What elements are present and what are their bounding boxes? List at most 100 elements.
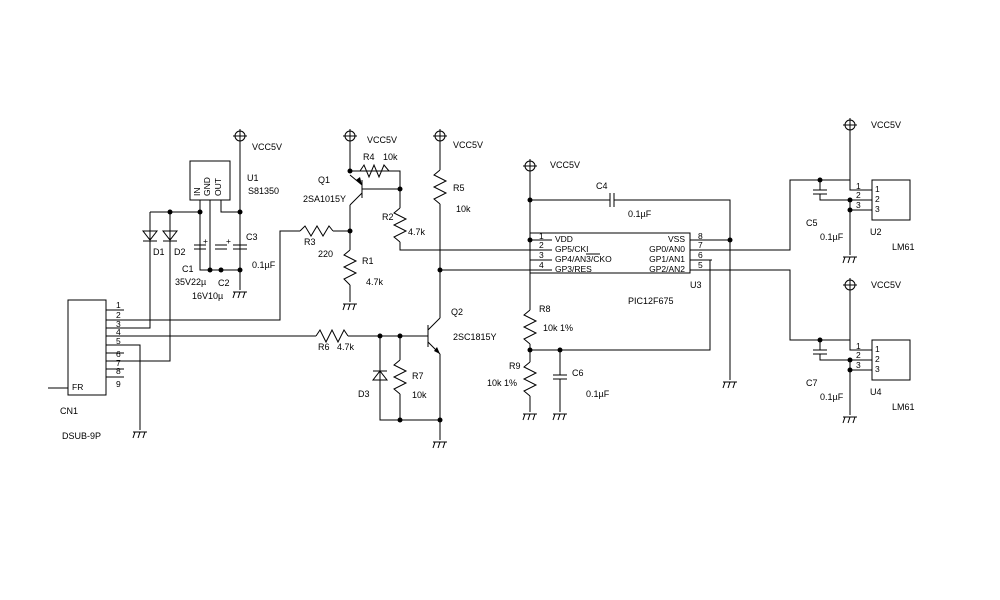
regulator-u1: IN GND OUT U1 S81350 [189, 160, 279, 201]
svg-text:GP3/RES: GP3/RES [555, 264, 592, 274]
svg-text:U2: U2 [870, 227, 882, 237]
svg-text:D1: D1 [153, 247, 165, 257]
svg-text:10k: 10k [456, 204, 471, 214]
cn1-pin-4: 4 [116, 327, 121, 337]
cn1-pin-6: 6 [116, 349, 121, 359]
svg-text:C1: C1 [182, 264, 194, 274]
vcc-symbol [232, 128, 248, 144]
svg-text:3: 3 [539, 250, 544, 260]
resistor-r2: R2 4.7k [382, 207, 426, 243]
svg-text:3: 3 [875, 204, 880, 214]
cn1-pin-1: 1 [116, 300, 121, 310]
resistor-r6: R6 4.7k [315, 328, 355, 352]
svg-text:4: 4 [539, 260, 544, 270]
svg-text:+: + [203, 236, 208, 246]
svg-text:C7: C7 [806, 378, 818, 388]
svg-text:1: 1 [875, 344, 880, 354]
svg-text:C2: C2 [218, 278, 230, 288]
cn1-pin-3: 3 [116, 319, 121, 329]
resistor-r4: R4 10k [359, 152, 398, 179]
svg-text:R6: R6 [318, 342, 330, 352]
svg-text:C3: C3 [246, 232, 258, 242]
svg-text:1: 1 [856, 181, 861, 191]
svg-text:1: 1 [875, 184, 880, 194]
resistor-r1: R1 4.7k [342, 249, 384, 287]
svg-text:0.1µF: 0.1µF [820, 232, 844, 242]
connector-cn1: FR 1 2 3 4 5 6 7 8 9 CN1 DSUB-9P [48, 299, 124, 441]
capacitor-c5: C5 0.1µF [806, 189, 844, 242]
diode-d2: D2 [161, 230, 186, 257]
svg-text:10k: 10k [383, 152, 398, 162]
svg-text:GP1/AN1: GP1/AN1 [649, 254, 685, 264]
svg-text:0.1µF: 0.1µF [252, 260, 276, 270]
vcc-label: VCC5V [871, 280, 901, 290]
svg-text:OUT: OUT [213, 178, 223, 196]
microcontroller-u3: 1 2 3 4 VDD GP5/CKI GP4/AN3/CKO GP3/RES … [529, 231, 712, 306]
ground-symbol [432, 441, 448, 449]
svg-text:10k 1%: 10k 1% [543, 323, 573, 333]
cn1-ref: CN1 [60, 406, 78, 416]
svg-text:GP5/CKI: GP5/CKI [555, 244, 589, 254]
cn1-pin-5: 5 [116, 336, 121, 346]
cn1-type: DSUB-9P [62, 431, 101, 441]
svg-text:GP2/AN2: GP2/AN2 [649, 264, 685, 274]
svg-text:GP0/AN0: GP0/AN0 [649, 244, 685, 254]
transistor-q1: Q1 2SA1015Y [303, 174, 400, 206]
svg-text:0.1µF: 0.1µF [586, 389, 610, 399]
svg-text:3: 3 [856, 360, 861, 370]
vcc-label: VCC5V [367, 135, 397, 145]
svg-text:C4: C4 [596, 181, 608, 191]
svg-text:3: 3 [875, 364, 880, 374]
junction-dots [167, 168, 853, 423]
vcc-label: VCC5V [871, 120, 901, 130]
svg-text:10k: 10k [412, 390, 427, 400]
u3-ref: U3 [690, 280, 702, 290]
ground-symbol [342, 303, 358, 311]
temperature-sensor-u4: 1 2 3 1 2 3 U4 LM61 [856, 339, 915, 412]
resistor-r9: R9 10k 1% [487, 361, 538, 397]
svg-text:GND: GND [202, 177, 212, 196]
svg-text:R7: R7 [412, 371, 424, 381]
ground-symbol [842, 416, 858, 424]
frame-label: FR [72, 382, 83, 392]
svg-text:Q2: Q2 [451, 307, 463, 317]
capacitor-c7: C7 0.1µF [806, 349, 844, 402]
cn1-pin-8: 8 [116, 366, 121, 376]
svg-text:U4: U4 [870, 387, 882, 397]
transistor-q2: Q2 2SC1815Y [427, 307, 497, 355]
capacitor-c3: C3 0.1µF [233, 232, 276, 270]
svg-text:220: 220 [318, 249, 333, 259]
cn1-pin-7: 7 [116, 358, 121, 368]
svg-text:1: 1 [856, 341, 861, 351]
cn1-pin-9: 9 [116, 379, 121, 389]
svg-text:2: 2 [856, 350, 861, 360]
resistor-r8: R8 10k 1% [522, 304, 573, 345]
vcc-label: VCC5V [550, 160, 580, 170]
diode-d3: D3 [358, 370, 389, 399]
u1-ref: U1 [247, 173, 259, 183]
svg-text:0.1µF: 0.1µF [820, 392, 844, 402]
u3-part: PIC12F675 [628, 296, 674, 306]
svg-text:6: 6 [698, 250, 703, 260]
svg-text:1: 1 [539, 231, 544, 241]
u1-part: S81350 [248, 186, 279, 196]
svg-text:Q1: Q1 [318, 175, 330, 185]
diode-d1: D1 [141, 230, 165, 257]
cn1-pin-2: 2 [116, 310, 121, 320]
svg-text:R3: R3 [304, 237, 316, 247]
capacitor-c1: + C1 35V22µ [175, 236, 208, 287]
svg-text:2SC1815Y: 2SC1815Y [453, 332, 497, 342]
temperature-sensor-u2: 1 2 3 1 2 3 U2 LM61 [856, 179, 915, 252]
ground-symbol [132, 431, 148, 439]
svg-text:2: 2 [875, 354, 880, 364]
svg-text:R1: R1 [362, 256, 374, 266]
svg-text:2: 2 [856, 190, 861, 200]
svg-text:R9: R9 [509, 361, 521, 371]
svg-text:GP4/AN3/CKO: GP4/AN3/CKO [555, 254, 612, 264]
svg-text:2: 2 [875, 194, 880, 204]
svg-text:10k 1%: 10k 1% [487, 378, 517, 388]
svg-text:8: 8 [698, 231, 703, 241]
svg-text:4.7k: 4.7k [366, 277, 384, 287]
svg-text:R5: R5 [453, 183, 465, 193]
